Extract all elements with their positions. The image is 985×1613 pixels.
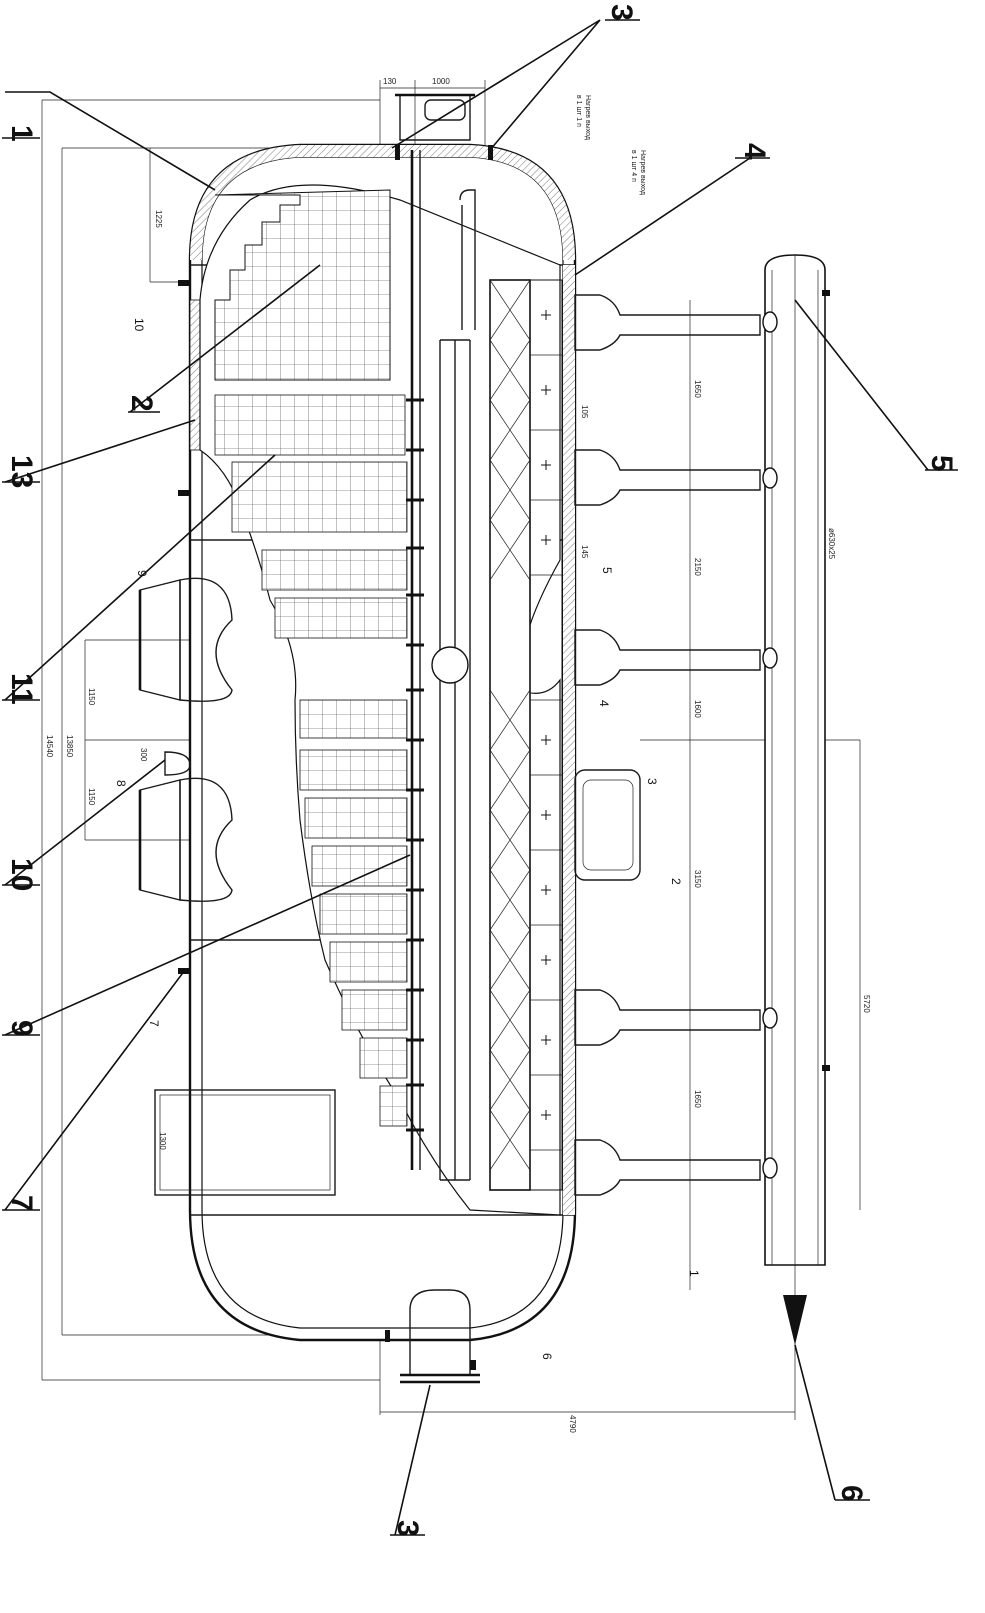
callout-underlines [2,19,958,1536]
small-label-9: 9 [135,570,149,577]
crosshair-marks [541,310,551,1120]
callout-13: 13 [5,455,38,488]
small-label-10: 10 [132,318,146,332]
dim-5720: 5720 [862,995,871,1013]
callout-7: 7 [5,1195,38,1212]
dim-13850: 13850 [65,735,74,758]
small-label-4: 4 [597,700,611,707]
top-nozzle [395,93,493,160]
small-label-8: 8 [114,780,128,787]
callout-10: 10 [5,858,38,891]
collector-pipe [762,254,830,1345]
dim-1600: 1600 [693,700,702,718]
note-2a: Нагрев выход [639,150,646,195]
dim-1225: 1225 [154,210,163,228]
dim-1650b: 1650 [693,1090,702,1108]
small-label-7: 7 [147,1020,161,1027]
dim-4790: 4790 [568,1415,577,1433]
dim-2150: 2150 [693,558,702,576]
callout-3-bottom: 3 [391,1520,424,1537]
cross-bracing [489,279,531,1171]
note-1b: в 1 шт 1 п [575,95,582,127]
dimension-labels: 130 1000 1225 1650 105 145 2150 1600 315… [45,77,871,1433]
dim-300: 300 [139,748,148,762]
dim-130: 130 [383,77,397,86]
small-label-5: 5 [600,567,614,574]
dim-1150b: 1150 [87,788,96,806]
notes: Нагрев выход в 1 шт 1 п Нагрев выход в 1… [575,95,646,195]
dim-1150a: 1150 [87,688,96,706]
callout-3-top: 3 [605,4,638,21]
dim-1300: 1300 [158,1132,167,1150]
dim-1000: 1000 [432,77,450,86]
callout-5: 5 [925,455,958,472]
note-2b: в 1 шт 4 п [630,150,637,182]
dim-3150: 3150 [693,870,702,888]
callout-1: 1 [5,125,38,142]
pipe-flanges [762,311,778,1179]
callouts: 1 2 3 3 4 5 6 7 9 10 11 13 [5,4,958,1537]
cutaway-interior [199,150,563,1216]
callout-11: 11 [5,673,38,705]
callout-9: 9 [5,1020,38,1037]
dim-630: ø630x25 [827,528,836,560]
dim-1650a: 1650 [693,380,702,398]
leg-supports [574,294,761,1196]
small-label-6: 6 [540,1353,554,1360]
callout-4: 4 [738,143,771,160]
small-labels: 10 9 8 7 5 4 3 2 1 6 [114,318,701,1360]
note-1a: Нагрев выход [584,95,591,140]
electrode-row [406,398,424,1132]
bottom-nozzle [385,1289,480,1384]
dim-14540: 14540 [45,735,54,758]
dim-105: 105 [580,405,589,419]
callout-6: 6 [835,1485,868,1502]
small-label-3: 3 [645,778,659,785]
leader-lines [4,19,929,1536]
dim-145: 145 [580,545,589,559]
small-label-1: 1 [687,1270,701,1277]
callout-2: 2 [125,395,158,412]
supports [574,294,761,1196]
frame-cells [530,354,562,1151]
small-label-2: 2 [669,878,683,885]
left-manholes [138,280,336,1196]
